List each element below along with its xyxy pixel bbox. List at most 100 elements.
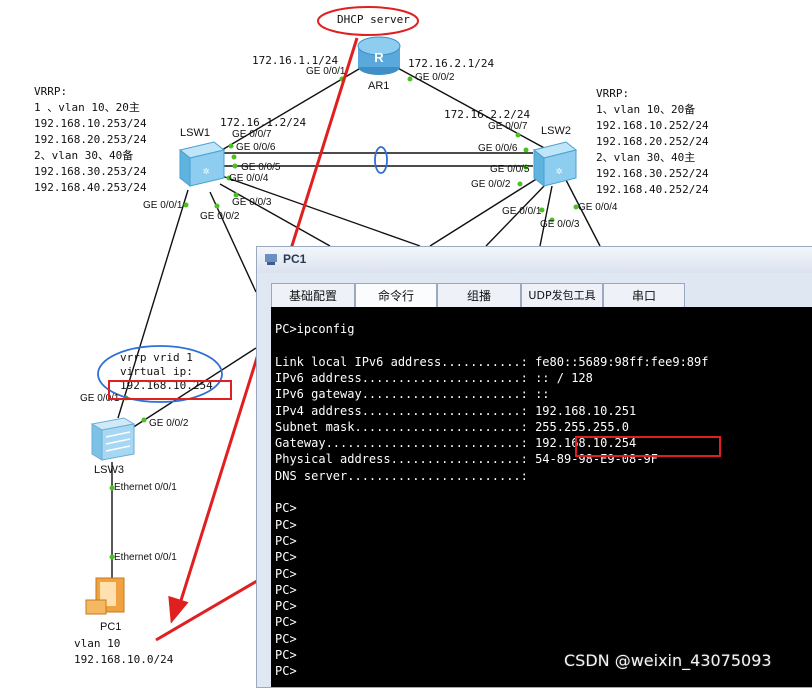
port-label: GE 0/0/6 [236,142,276,153]
port-label: GE 0/0/5 [241,162,281,173]
switch-icon: ✲ [532,141,578,188]
vrrp-right-line: VRRP: [596,87,630,100]
terminal-line: PC> [275,566,297,581]
pc-window-icon [265,254,277,265]
terminal-line: PC> [275,631,297,646]
terminal-line: PC> [275,648,297,662]
port-label: GE 0/0/2 [149,418,189,429]
terminal-line: PC> [275,615,297,630]
port-label: GE 0/0/1 [502,206,542,217]
tab-multicast[interactable]: 组播 [437,283,521,308]
terminal-line: IPv6 address......................: :: /… [275,370,593,385]
terminal-line: PC>ipconfig [275,322,355,336]
terminal-line: DNS server........................: [275,468,528,483]
vrrp-left-line: 192.168.30.253/24 [34,165,147,178]
terminal-line: PC> [275,501,297,516]
eth-trunk-ellipse [374,146,388,174]
port-label: GE 0/0/2 [471,179,511,190]
tab-command-line[interactable]: 命令行 [355,283,437,308]
dhcp-server-label: DHCP server [337,13,410,26]
lsw2-label: LSW2 [541,125,571,137]
port-label: GE 0/0/3 [540,219,580,230]
terminal-line: Gateway...........................: 192.… [275,436,637,451]
terminal-line: IPv4 address......................: 192.… [275,403,637,418]
pc1-note: vlan 10 192.168.10.0/24 [74,636,173,668]
svg-text:✲: ✲ [203,164,210,177]
terminal-line: PC> [275,599,297,614]
terminal-line: Subnet mask.......................: 255.… [275,419,630,434]
tab-basic-config[interactable]: 基础配置 [271,283,355,308]
dhcp-server-ellipse [317,6,419,36]
port-label: Ethernet 0/0/1 [114,552,177,563]
port-dots [109,76,579,560]
vrrp-right-line: 192.168.30.252/24 [596,167,709,180]
vrrp-left-line: 1 、vlan 10、20主 [34,101,140,114]
vrrp-left-line: 192.168.40.253/24 [34,181,147,194]
vip-note-line: vrrp vrid 1 [120,351,193,364]
port-label: GE 0/0/2 [200,211,240,222]
watermark-text: CSDN @weixin_43075093 [564,651,772,670]
window-title: PC1 [283,252,307,266]
tab-serial[interactable]: 串口 [603,283,685,308]
terminal-line: PC> [275,533,297,548]
port-label: Ethernet 0/0/1 [114,482,177,493]
vrrp-left-line: 192.168.10.253/24 [34,117,147,130]
vrrp-left-line: VRRP: [34,85,68,98]
terminal-line: Link local IPv6 address...........: fe80… [275,354,709,369]
vrrp-right-line: 192.168.40.252/24 [596,183,709,196]
pc1-note-line: 192.168.10.0/24 [74,653,174,666]
port-label: GE 0/0/2 [415,72,455,83]
pc1-note-line: vlan 10 [74,637,121,650]
port-label: GE 0/0/1 [80,393,120,404]
svg-text:R: R [374,50,384,65]
ip-lsw2-g007: 172.16.2.2/24 [444,108,531,121]
terminal-line: IPv6 gateway......................: :: [275,387,550,402]
port-label: GE 0/0/5 [490,164,530,175]
pc-icon [85,577,125,615]
vrrp-right-block: VRRP: 1、vlan 10、20备 192.168.10.252/24 19… [596,86,709,198]
ip-ar1-g002: 172.16.2.1/24 [408,57,495,70]
lsw1-label: LSW1 [180,127,210,139]
vip-note: vrrp vrid 1 virtual ip: 192.168.10.254 [120,351,213,393]
vrrp-right-line: 1、vlan 10、20备 [596,103,696,116]
vrrp-right-line: 192.168.20.252/24 [596,135,709,148]
switch-icon: ✲ [178,141,226,188]
ar1-label: AR1 [368,80,390,92]
vip-note-line: virtual ip: [120,365,193,378]
vrrp-left-block: VRRP: 1 、vlan 10、20主 192.168.10.253/24 1… [34,84,147,196]
terminal-line: PC> [275,664,297,679]
link-lsw2-down-1 [485,183,547,247]
pc1-label: PC1 [100,621,122,633]
link-lsw2-down-4 [565,179,601,247]
svg-text:✲: ✲ [556,164,563,177]
link-lsw1-down-4 [221,175,421,247]
terminal-line: PC> [275,582,297,597]
ip-ar1-g001: 172.16.1.1/24 [252,54,339,67]
port-label: GE 0/0/1 [306,66,346,77]
vrrp-right-line: 192.168.10.252/24 [596,119,709,132]
link-lsw2-down-3 [539,185,553,247]
router-icon: R [357,36,401,75]
ip-lsw1-g007: 172.16.1.2/24 [220,116,307,129]
window-title-bar[interactable]: PC1 [257,247,812,273]
link-lsw2-down-2 [429,177,539,247]
terminal-line: PC> [275,517,297,532]
vip-note-line: 192.168.10.254 [120,379,213,392]
link-ar1-lsw2 [393,65,549,151]
vip-note-ellipse [97,345,223,403]
vrrp-left-line: 192.168.20.253/24 [34,133,147,146]
terminal-line: PC> [275,550,297,565]
port-label: GE 0/0/1 [143,200,183,211]
switch-icon [90,417,136,461]
vrrp-right-line: 2、vlan 30、40主 [596,151,696,164]
tab-udp-tool[interactable]: UDP发包工具 [521,283,603,308]
vrrp-left-line: 2、vlan 30、40备 [34,149,134,162]
vip-highlight-box [108,380,232,400]
lsw3-label: LSW3 [94,464,124,476]
port-label: GE 0/0/7 [488,121,528,132]
link-lsw3-lsw2 [131,347,257,429]
tab-bar: 基础配置 命令行 组播 UDP发包工具 串口 [271,283,812,308]
port-label: GE 0/0/4 [229,173,269,184]
